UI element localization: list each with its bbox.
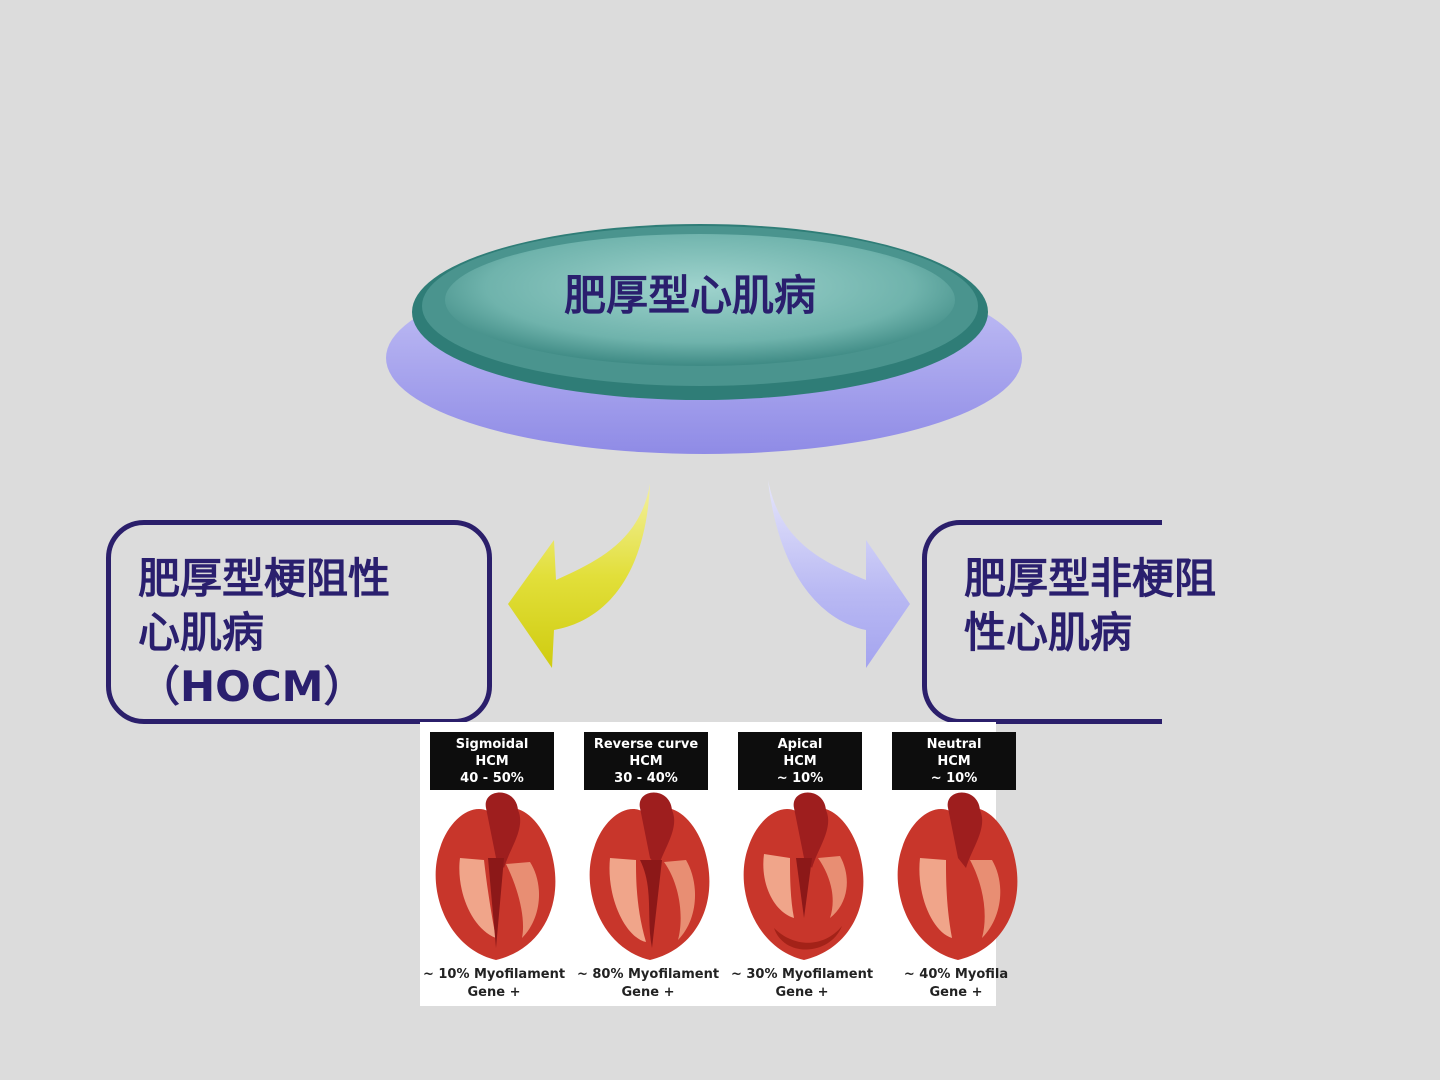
left-node-box	[106, 520, 492, 724]
heart-illustration	[435, 792, 556, 960]
heart-illustration	[897, 792, 1018, 960]
right-node-line1: 肥厚型非梗阻	[964, 554, 1217, 603]
left-arrow	[508, 484, 650, 668]
left-node-line2: 心肌病	[138, 608, 265, 657]
left-node-line1: 肥厚型梗阻性	[138, 554, 391, 603]
heart-illustration	[589, 792, 710, 960]
left-node-line3: （HOCM）	[138, 662, 366, 711]
central-node-label: 肥厚型心肌病	[563, 271, 816, 320]
right-node-text: 肥厚型非梗阻 性心肌病	[964, 552, 1216, 660]
right-node-box	[922, 520, 1162, 724]
heart-illustration	[743, 792, 864, 960]
left-node-text: 肥厚型梗阻性 心肌病 （HOCM）	[138, 552, 390, 714]
right-arrow	[768, 480, 910, 668]
right-node-line2: 性心肌病	[964, 608, 1133, 657]
